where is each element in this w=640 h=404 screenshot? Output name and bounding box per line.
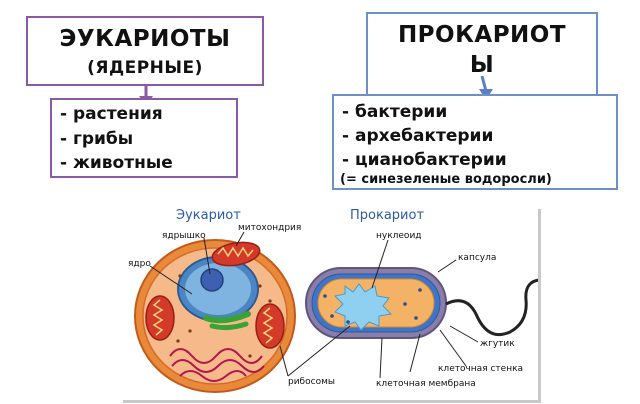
flagellum-shape bbox=[445, 278, 547, 337]
label-nucleoid: нуклеоид bbox=[376, 231, 422, 241]
nucleolus-shape bbox=[200, 268, 224, 292]
prokaryotes-list-box: - бактерии - архебактерии - цианобактери… bbox=[332, 94, 618, 190]
prokaryotic-cell bbox=[305, 267, 547, 339]
label-ribosomes: рибосомы bbox=[288, 377, 335, 387]
mitochondrion-shape bbox=[211, 241, 261, 267]
label-mitochondrion: митохондрия bbox=[238, 223, 301, 233]
eukaryotes-title-box: ЭУКАРИОТЫ (ЯДЕРНЫЕ) bbox=[26, 16, 264, 86]
eukaryote-heading: Эукариот bbox=[176, 208, 241, 223]
prokaryotes-title-box: ПРОКАРИОТ Ы bbox=[366, 12, 598, 102]
label-cell-wall: клеточная стенка bbox=[438, 364, 523, 374]
prokaryotes-title-line2: Ы bbox=[469, 52, 495, 78]
label-flagellum: жгутик bbox=[480, 339, 515, 349]
eukaryotes-item: - животные bbox=[60, 153, 173, 173]
nucleoid-shape bbox=[333, 283, 393, 331]
prokaryotes-item: - бактерии bbox=[342, 102, 448, 122]
eukaryotes-title: ЭУКАРИОТЫ bbox=[59, 26, 231, 52]
prokaryotes-title-line1: ПРОКАРИОТ bbox=[397, 22, 567, 48]
eukaryotic-cell bbox=[134, 239, 296, 393]
prokaryotes-item: - цианобактерии bbox=[342, 150, 507, 170]
eukaryotes-item: - растения bbox=[60, 104, 163, 124]
eukaryotes-item: - грибы bbox=[60, 129, 134, 149]
label-capsule: капсула bbox=[458, 253, 496, 263]
prokaryotes-item: - архебактерии bbox=[342, 126, 494, 146]
prokaryotes-note: (= синезеленые водоросли) bbox=[340, 172, 552, 187]
prokaryote-heading: Прокариот bbox=[350, 208, 424, 223]
label-nucleolus: ядрышко bbox=[162, 231, 206, 241]
cell-diagram: Эукариот Прокариот bbox=[120, 206, 547, 400]
cell-diagram-svg: Эукариот Прокариот bbox=[128, 208, 547, 393]
label-nucleus: ядро bbox=[128, 259, 151, 269]
eukaryotes-subtitle: (ЯДЕРНЫЕ) bbox=[87, 58, 203, 78]
label-cell-membrane: клеточная мембрана bbox=[376, 379, 476, 389]
eukaryotes-list-box: - растения - грибы - животные bbox=[50, 98, 238, 178]
